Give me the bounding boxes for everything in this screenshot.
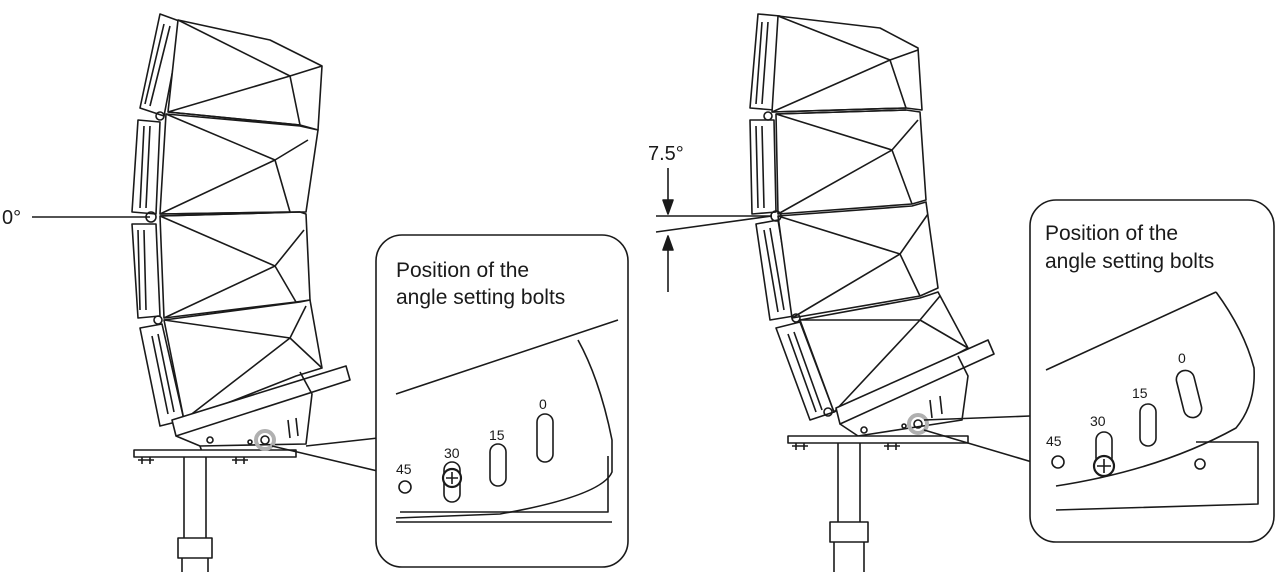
- right-leader-line-lower: [923, 429, 1033, 463]
- right-callout-detail: [1045, 291, 1259, 511]
- right-callout-title-line2: angle setting bolts: [1045, 250, 1214, 273]
- right-reference-line-tilted: [655, 215, 773, 233]
- right-link-bolt-4: [823, 407, 833, 417]
- left-link-bolt-1: [155, 111, 165, 121]
- left-bracket-edge-line: [395, 319, 619, 395]
- right-mount-bracket: [787, 339, 995, 450]
- right-speaker-module-4: [775, 291, 969, 421]
- left-scale-45: 45: [396, 461, 412, 477]
- left-stand-pole: [177, 457, 213, 572]
- left-angle-bolt-small: [260, 435, 270, 445]
- right-callout-box: [1029, 199, 1275, 543]
- right-slot-0: [1175, 369, 1203, 419]
- right-leader-line-upper: [923, 415, 1031, 421]
- right-scale-30: 30: [1090, 413, 1106, 429]
- right-slot-15: [1139, 403, 1157, 447]
- left-callout-title-line1: Position of the: [396, 259, 529, 282]
- left-callout-box: [375, 234, 629, 568]
- left-speaker-module-1: [139, 13, 323, 131]
- left-hole-small: [247, 439, 253, 445]
- right-plate-outline: [1055, 291, 1255, 487]
- left-mount-bracket: [133, 365, 351, 464]
- left-hole-45: [398, 480, 412, 494]
- right-hole-small: [901, 423, 907, 429]
- left-link-bolt-3: [153, 315, 163, 325]
- right-link-bolt-1: [763, 111, 773, 121]
- left-slot-15: [489, 443, 507, 487]
- left-speaker-module-3: [131, 211, 311, 319]
- right-speaker-module-2: [749, 109, 927, 215]
- right-speaker-array: [749, 13, 969, 421]
- left-leader-line-lower: [271, 445, 391, 475]
- right-angle-bolt-small: [913, 419, 923, 429]
- left-scale-0: 0: [539, 396, 547, 412]
- right-scale-45: 45: [1046, 433, 1062, 449]
- right-speaker-module-3: [755, 201, 939, 321]
- right-hole-45: [1051, 455, 1065, 469]
- left-speaker-array: [131, 13, 323, 428]
- right-bolt-highlight: [907, 413, 929, 435]
- left-plate-outline: [395, 339, 613, 519]
- left-speaker-module-4: [139, 299, 323, 427]
- right-speaker-module-1: [749, 13, 923, 113]
- left-scale-15: 15: [489, 427, 505, 443]
- left-bolt-highlight: [254, 429, 276, 451]
- left-callout-title-line2: angle setting bolts: [396, 286, 565, 309]
- right-scale-0: 0: [1178, 350, 1186, 366]
- right-stand-pole: [829, 443, 869, 572]
- left-slot-0: [536, 413, 554, 463]
- right-link-bolt-3: [791, 313, 801, 323]
- left-figure: [32, 13, 629, 572]
- left-angle-label: 0°: [2, 207, 21, 229]
- right-figure: [655, 13, 1275, 572]
- left-scale-30: 30: [444, 445, 460, 461]
- left-leader-line-upper: [305, 437, 379, 447]
- left-speaker-module-2: [131, 113, 319, 215]
- right-hole-lower: [1194, 458, 1206, 470]
- right-angle-dimension: [655, 168, 773, 292]
- right-scale-15: 15: [1132, 385, 1148, 401]
- right-callout-title-line1: Position of the: [1045, 222, 1178, 245]
- right-angle-label: 7.5°: [648, 143, 684, 165]
- left-callout-detail: [395, 319, 619, 523]
- right-bracket-edge-line: [1045, 291, 1217, 371]
